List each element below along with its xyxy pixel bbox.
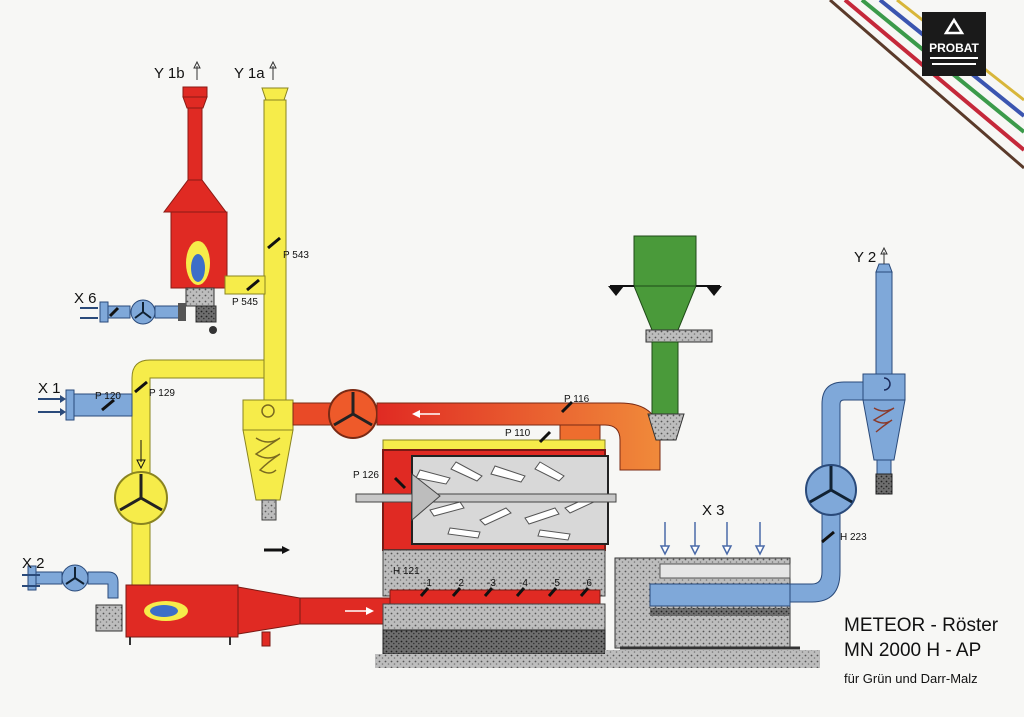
label-h223: H 223 (840, 532, 867, 543)
green-malt-hopper (608, 235, 722, 441)
label-p116: P 116 (564, 394, 590, 405)
label-burner-6: -6 (583, 578, 592, 589)
label-y2: Y 2 (854, 249, 876, 266)
label-burner-1: -1 (423, 578, 432, 589)
label-burner-4: -4 (519, 578, 528, 589)
label-x6: X 6 (74, 290, 97, 307)
label-p120: P 120 (95, 391, 121, 402)
title-line2: MN 2000 H - AP (844, 640, 981, 661)
label-p543: P 543 (283, 250, 309, 261)
hot-air-furnace (22, 564, 391, 647)
label-p126: P 126 (353, 470, 379, 481)
title-line3: für Grün und Darr-Malz (844, 671, 978, 686)
label-x3: X 3 (702, 502, 725, 519)
roaster-drum (355, 439, 617, 668)
afterburner-chimney (163, 86, 228, 334)
burner-blower-x6 (80, 299, 186, 325)
label-burner-2: -2 (455, 578, 464, 589)
yellow-exhaust-duct (38, 87, 294, 586)
probat-logo: PROBAT (922, 12, 986, 76)
label-p129: P 129 (149, 388, 175, 399)
outlet-arrows (193, 60, 888, 264)
label-x1: X 1 (38, 380, 61, 397)
recirculation-duct (292, 389, 661, 471)
label-burner-3: -3 (487, 578, 496, 589)
cooler-sieve (605, 522, 820, 668)
label-y1a: Y 1a (234, 65, 265, 82)
damper-markers (101, 236, 835, 597)
label-x2: X 2 (22, 555, 45, 572)
label-burner-5: -5 (551, 578, 560, 589)
label-p545: P 545 (232, 297, 258, 308)
label-h121: H 121 (393, 566, 420, 577)
cooling-air-duct (789, 263, 906, 603)
label-y1b: Y 1b (154, 65, 185, 82)
probat-logo-text: PROBAT (929, 41, 979, 55)
title-line1: METEOR - Röster (844, 615, 999, 636)
label-p110: P 110 (505, 428, 531, 439)
